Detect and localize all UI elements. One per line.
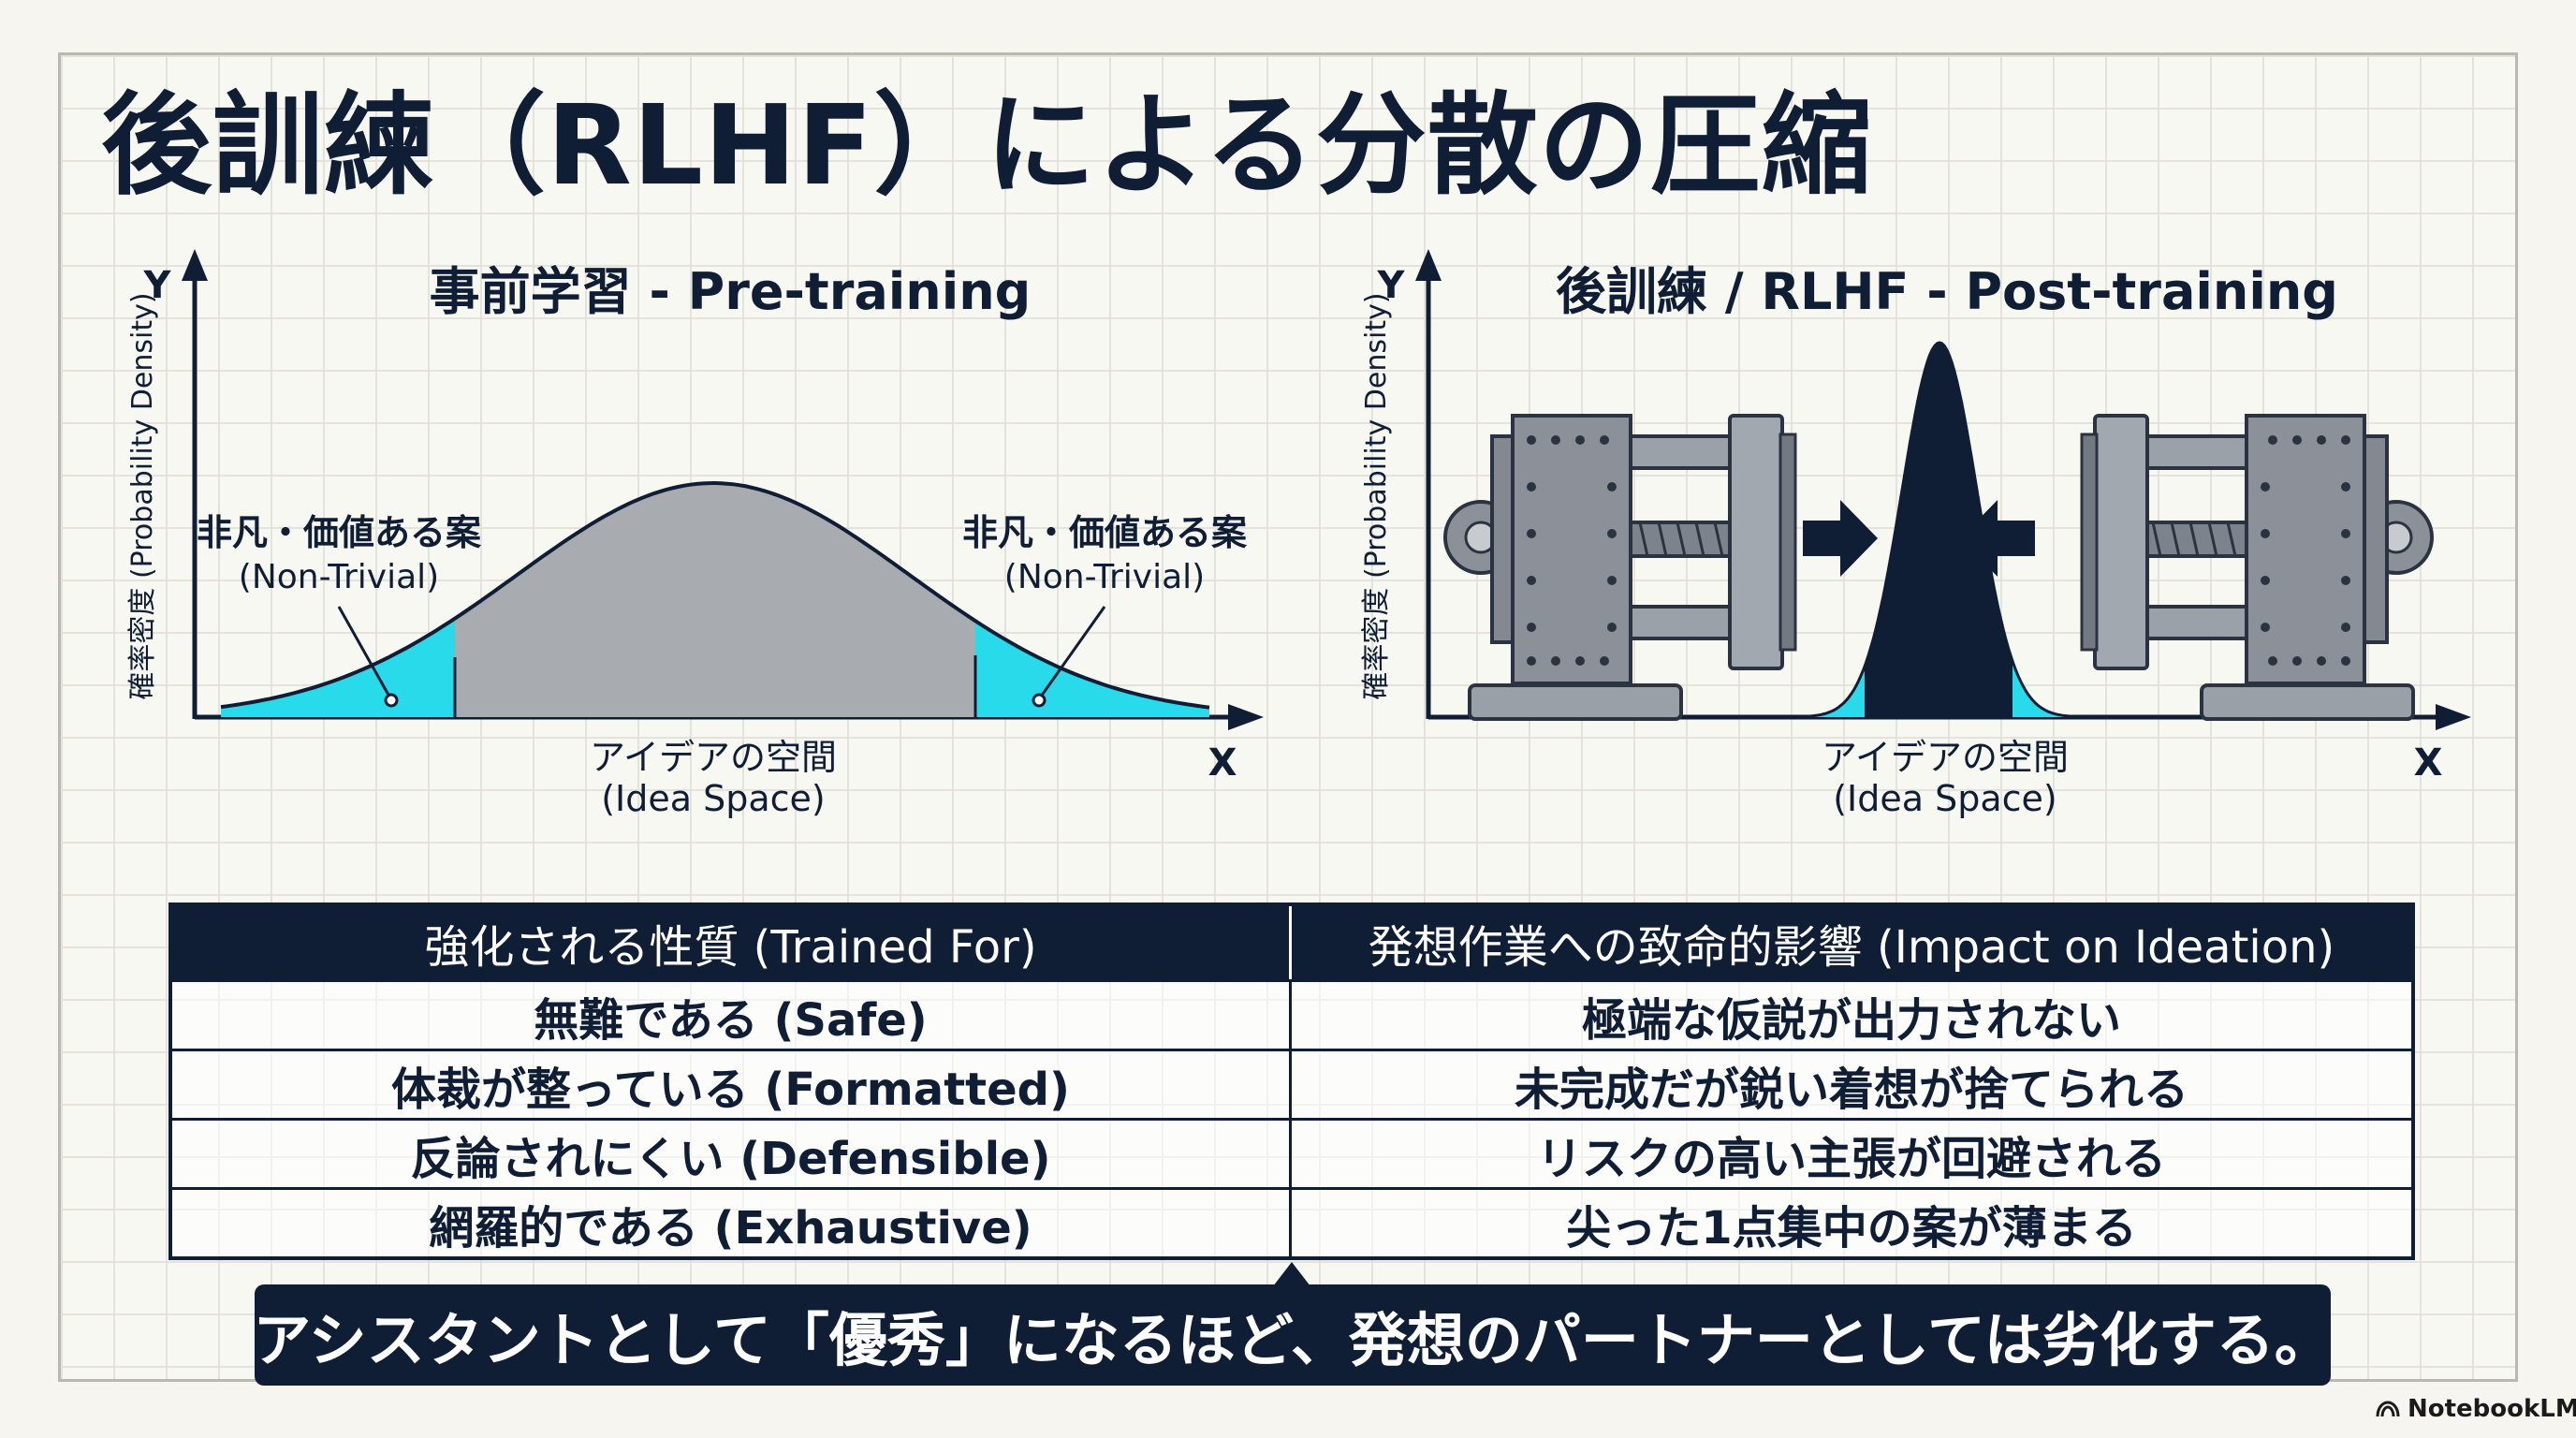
table-row: 体裁が整っている (Formatted) 未完成だが鋭い着想が捨てられる [172, 1049, 2411, 1118]
left-x-label-en: (Idea Space) [601, 778, 826, 819]
table-header-impact: 発想作業への致命的影響 (Impact on Ideation) [1368, 921, 2335, 974]
table-cell: リスクの高い主張が回避される [1536, 1132, 2166, 1185]
left-x-label-jp: アイデアの空間 [590, 737, 837, 778]
right-x-axis-letter: X [2414, 741, 2443, 785]
banner-pointer [1273, 1262, 1310, 1286]
right-y-axis-label: 確率密度 (Probability Density) [1360, 292, 1393, 699]
right-vise-press-icon [2080, 414, 2434, 721]
table-cell: 未完成だが鋭い着想が捨てられる [1514, 1063, 2188, 1116]
table-header-row: 強化される性質 (Trained For) 発想作業への致命的影響 (Impac… [172, 906, 2411, 979]
table-row: 無難である (Safe) 極端な仮説が出力されない [172, 979, 2411, 1049]
left-y-axis-label: 確率密度 (Probability Density) [126, 292, 159, 699]
table-cell: 無難である (Safe) [172, 982, 1292, 1049]
center-mass-region [455, 483, 975, 717]
pre-training-title: 事前学習 - Pre-training [430, 262, 1032, 321]
table-row: 反論されにくい (Defensible) リスクの高い主張が回避される [172, 1118, 2411, 1187]
notebooklm-logo-text: NotebookLM [2408, 1395, 2576, 1423]
comparison-table: 強化される性質 (Trained For) 発想作業への致命的影響 (Impac… [168, 902, 2415, 1260]
table-row: 網羅的である (Exhaustive) 尖った1点集中の案が薄まる [172, 1187, 2411, 1256]
narrow-peak-core [1865, 343, 2012, 717]
table-cell: 体裁が整っている (Formatted) [172, 1051, 1292, 1118]
pre-training-chart: 事前学習 - Pre-training Y 確率密度 (Probability … [126, 249, 1264, 819]
left-annotation-pointer [337, 606, 391, 697]
conclusion-banner: アシスタントとして「優秀」になるほど、発想のパートナーとしては劣化する。 [253, 1284, 2333, 1386]
post-training-chart: 後訓練 / RLHF - Post-training Y 確率密度 (Proba… [1360, 249, 2471, 819]
left-x-axis-arrow-icon [1228, 704, 1264, 730]
right-annotation-en: (Non-Trivial) [1004, 558, 1205, 596]
table-cell: 反論されにくい (Defensible) [172, 1121, 1292, 1187]
bell-curve-line [220, 480, 1210, 710]
left-y-axis-letter: Y [143, 264, 172, 307]
table-cell: 極端な仮説が出力されない [1581, 993, 2121, 1047]
left-vise-press-icon [1443, 414, 1797, 721]
post-training-title: 後訓練 / RLHF - Post-training [1556, 262, 2338, 321]
right-annotation-dot [1032, 693, 1046, 708]
right-y-axis-letter: Y [1377, 264, 1406, 307]
notebooklm-logo: NotebookLM [2376, 1395, 2576, 1423]
right-x-label-en: (Idea Space) [1833, 778, 2057, 819]
right-tail-region [975, 621, 1209, 717]
left-annotation-jp: 非凡・価値ある案 [197, 512, 482, 553]
narrow-peak-line [1750, 341, 2144, 719]
left-annotation-en: (Non-Trivial) [239, 558, 439, 596]
table-header-trained-for: 強化される性質 (Trained For) [172, 906, 1292, 979]
left-tail-region [221, 618, 455, 717]
table-cell: 網羅的である (Exhaustive) [172, 1190, 1292, 1256]
left-annotation-dot [384, 693, 399, 708]
page-title: 後訓練（RLHF）による分散の圧縮 [101, 81, 1873, 210]
right-x-label-jp: アイデアの空間 [1822, 737, 2069, 778]
right-annotation-pointer [1039, 606, 1106, 697]
compress-left-arrow-icon [1960, 500, 2035, 577]
compress-right-arrow-icon [1803, 500, 1878, 577]
left-y-axis-arrow-icon [182, 249, 208, 281]
right-annotation-jp: 非凡・価値ある案 [962, 512, 1248, 553]
table-cell: 尖った1点集中の案が薄まる [1566, 1201, 2137, 1255]
right-x-axis-arrow-icon [2436, 704, 2471, 730]
right-y-axis-arrow-icon [1415, 249, 1442, 281]
notebooklm-logo-icon [2376, 1401, 2400, 1417]
left-x-axis-letter: X [1208, 741, 1237, 785]
